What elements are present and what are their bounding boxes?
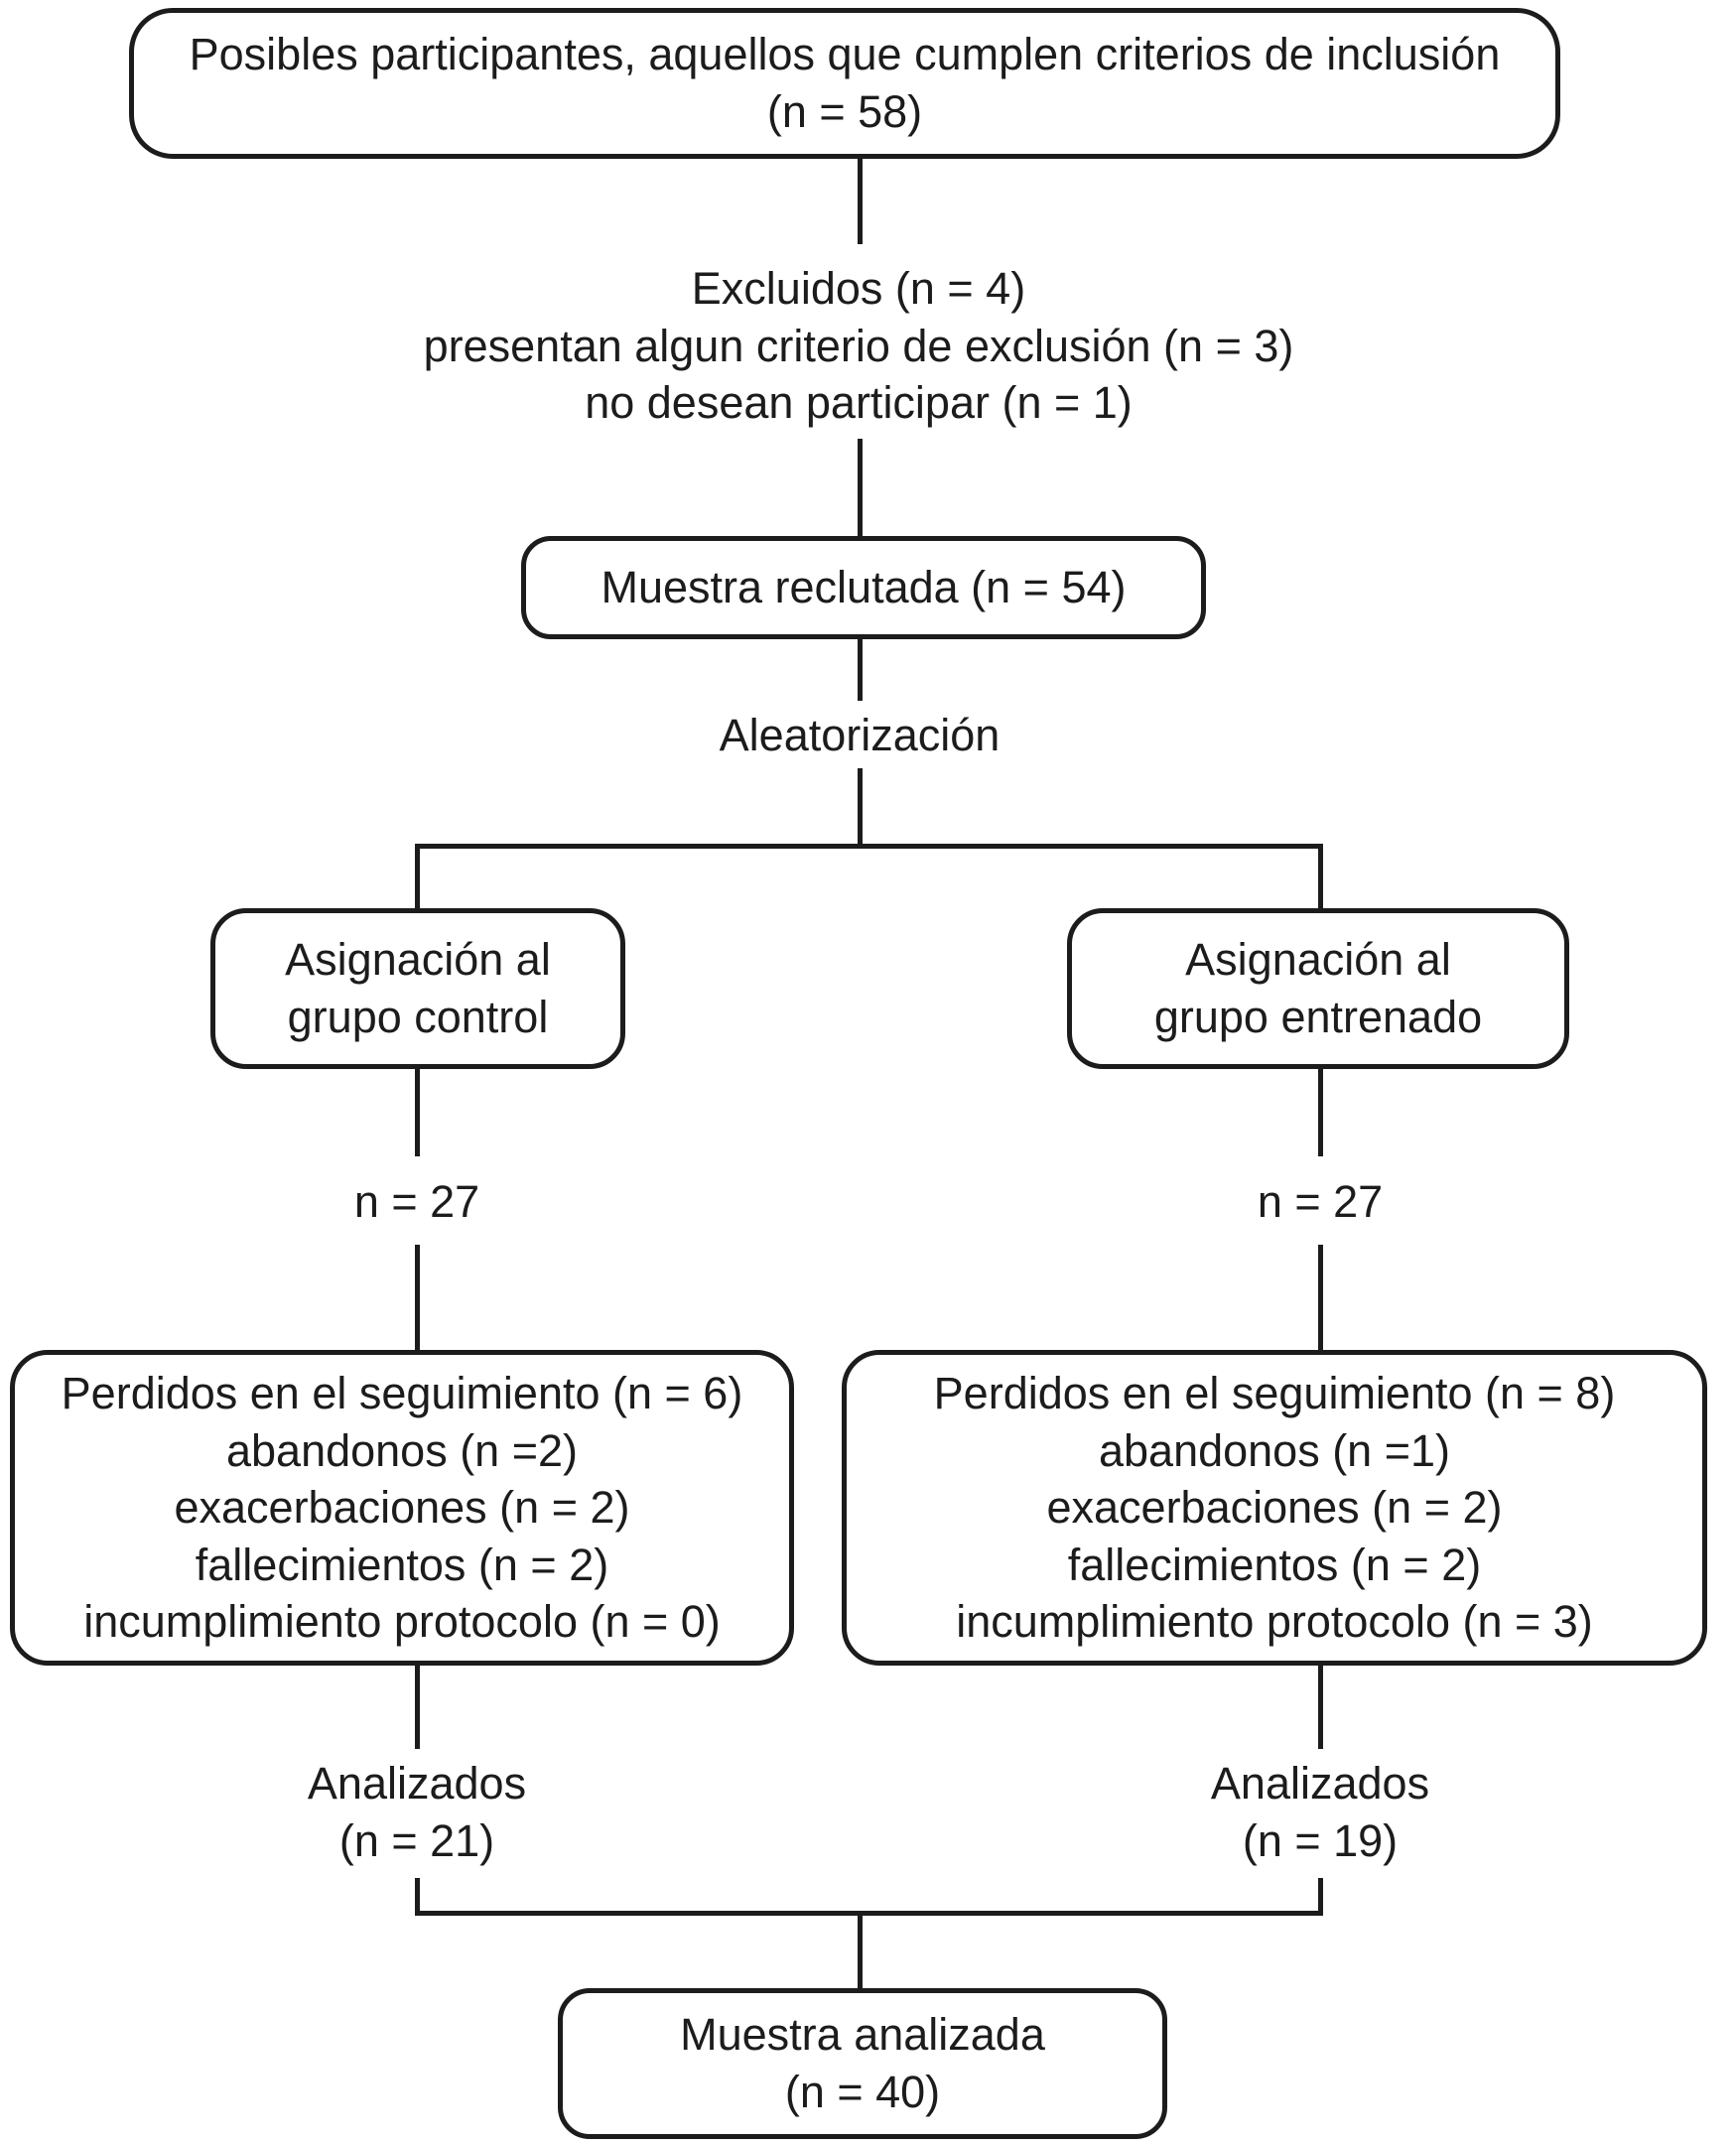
connector-excluded-to-recruited <box>858 439 863 536</box>
connector-control-lost-to-analyzed <box>415 1666 420 1749</box>
trained-lost-line4: fallecimientos (n = 2) <box>1067 1539 1482 1590</box>
control-assignment-line2: grupo control <box>287 992 549 1042</box>
control-assignment-box: Asignación al grupo control <box>210 908 625 1069</box>
control-assignment-line1: Asignación al <box>285 934 551 986</box>
final-text-line1: Muestra analizada <box>680 2009 1045 2061</box>
split-drop-control <box>415 844 420 910</box>
connector-trained-to-n <box>1318 1069 1323 1156</box>
control-analyzed-line1: Analizados <box>307 1758 527 1809</box>
connector-n-to-control-lost <box>415 1245 420 1350</box>
control-lost-line4: fallecimientos (n = 2) <box>195 1539 609 1590</box>
control-lost-line1: Perdidos en el seguimiento (n = 6) <box>61 1368 743 1419</box>
split-horizontal-line <box>415 844 1323 849</box>
randomization-label: Aleatorización <box>719 710 1001 760</box>
trained-lost-line2: abandonos (n =1) <box>1098 1424 1451 1476</box>
trained-analyzed-line2: (n = 19) <box>1242 1814 1399 1866</box>
eligible-text-line1: Posibles participantes, aquellos que cum… <box>189 29 1501 80</box>
final-text-line2: (n = 40) <box>784 2067 941 2117</box>
trained-lost-box: Perdidos en el seguimiento (n = 8) aband… <box>842 1350 1707 1666</box>
control-lost-line2: abandonos (n =2) <box>225 1424 579 1476</box>
connector-trained-lost-to-analyzed <box>1318 1666 1323 1749</box>
trained-analyzed-label: Analizados (n = 19) <box>1171 1755 1469 1869</box>
connector-control-analyzed-to-merge <box>415 1878 420 1916</box>
excluded-text-line2: presentan algun criterio de exclusión (n… <box>423 320 1294 371</box>
connector-recruited-to-randomization <box>858 639 863 701</box>
control-analyzed-label: Analizados (n = 21) <box>268 1755 566 1869</box>
control-analyzed-line2: (n = 21) <box>338 1814 495 1866</box>
connector-trained-analyzed-to-merge <box>1318 1878 1323 1916</box>
eligible-text-line2: (n = 58) <box>766 86 923 137</box>
trained-lost-line3: exacerbaciones (n = 2) <box>1046 1482 1503 1534</box>
eligible-box: Posibles participantes, aquellos que cum… <box>129 8 1560 159</box>
connector-n-to-trained-lost <box>1318 1245 1323 1350</box>
trained-lost-line1: Perdidos en el seguimiento (n = 8) <box>933 1368 1616 1419</box>
recruited-text: Muestra reclutada (n = 54) <box>601 562 1127 613</box>
trained-lost-line5: incumplimiento protocolo (n = 3) <box>956 1596 1593 1648</box>
merge-horizontal-line <box>415 1911 1323 1916</box>
excluded-note: Excluidos (n = 4) presentan algun criter… <box>169 260 1548 432</box>
trained-assignment-line1: Asignación al <box>1185 934 1451 986</box>
trained-assignment-box: Asignación al grupo entrenado <box>1067 908 1569 1069</box>
connector-merge-to-final <box>858 1911 863 1988</box>
split-drop-trained <box>1318 844 1323 910</box>
excluded-text-line1: Excluidos (n = 4) <box>691 263 1026 314</box>
control-lost-line5: incumplimiento protocolo (n = 0) <box>83 1596 721 1648</box>
trained-n-label: n = 27 <box>1257 1176 1384 1227</box>
trained-analyzed-line1: Analizados <box>1210 1758 1430 1809</box>
control-lost-box: Perdidos en el seguimiento (n = 6) aband… <box>10 1350 794 1666</box>
final-box: Muestra analizada (n = 40) <box>558 1988 1167 2139</box>
control-n-label: n = 27 <box>353 1176 480 1227</box>
recruited-box: Muestra reclutada (n = 54) <box>521 536 1206 639</box>
connector-randomization-to-split <box>858 768 863 846</box>
connector-eligible-to-excluded <box>858 159 863 244</box>
excluded-text-line3: no desean participar (n = 1) <box>585 377 1133 429</box>
control-lost-line3: exacerbaciones (n = 2) <box>174 1482 630 1534</box>
trained-assignment-line2: grupo entrenado <box>1153 992 1483 1042</box>
connector-control-to-n <box>415 1069 420 1156</box>
